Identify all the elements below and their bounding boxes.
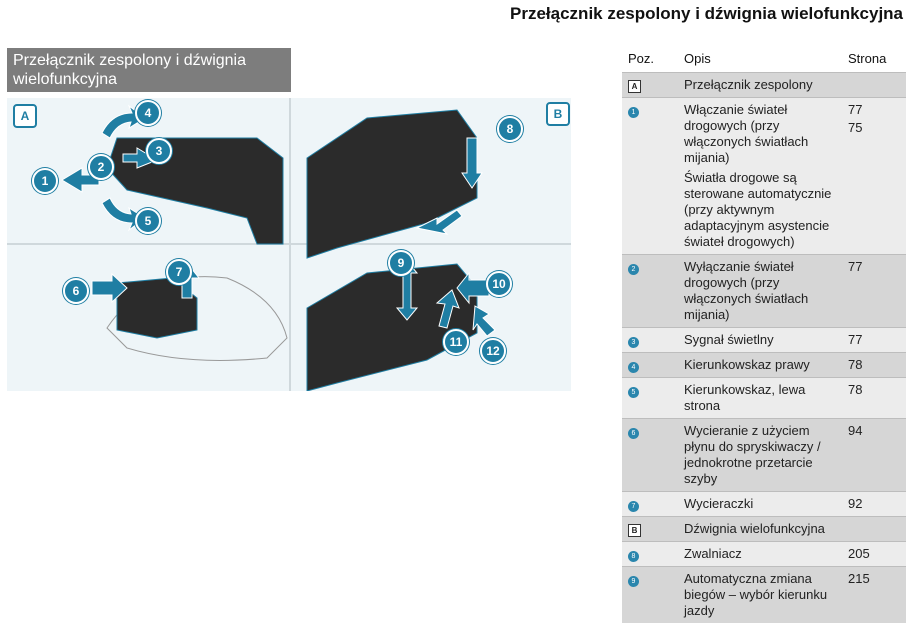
cell-position: 5 bbox=[622, 378, 678, 419]
cell-position: 3 bbox=[622, 328, 678, 353]
callout-1: 1 bbox=[32, 168, 58, 194]
callout-5: 5 bbox=[135, 208, 161, 234]
cell-position: 9 bbox=[622, 567, 678, 623]
callout-10: 10 bbox=[486, 271, 512, 297]
col-header-opis: Opis bbox=[678, 48, 842, 73]
cell-page: 205 bbox=[842, 542, 906, 567]
cell-position: 7 bbox=[622, 492, 678, 517]
position-number-marker: 1 bbox=[628, 107, 639, 118]
description-text: Światła drogowe są sterowane automatyczn… bbox=[684, 170, 836, 250]
description-text: Sygnał świetlny bbox=[684, 332, 836, 348]
table-row: 9 Automatyczna zmiana biegów – wybór kier… bbox=[622, 567, 906, 623]
reference-table: Poz. Opis Strona A Przełącznik zespolony 1… bbox=[622, 48, 906, 623]
callout-11: 11 bbox=[443, 329, 469, 355]
page-reference[interactable]: 77 bbox=[848, 102, 900, 118]
cell-description: Automatyczna zmiana biegów – wybór kieru… bbox=[678, 567, 842, 623]
callout-12: 12 bbox=[480, 338, 506, 364]
cell-page: 77 bbox=[842, 328, 906, 353]
position-number-marker: 8 bbox=[628, 551, 639, 562]
position-number-marker: 2 bbox=[628, 264, 639, 275]
cell-page: 77 bbox=[842, 255, 906, 328]
cell-description: Kierunkowskaz, lewa strona bbox=[678, 378, 842, 419]
cell-position: 2 bbox=[622, 255, 678, 328]
cell-page: 78 bbox=[842, 353, 906, 378]
description-text: Wycieraczki bbox=[684, 496, 836, 512]
callout-9: 9 bbox=[388, 250, 414, 276]
lever-illustration: A B 1 2 3 4 5 6 7 8 9 10 11 12 bbox=[7, 98, 571, 391]
cell-description: Zwalniacz bbox=[678, 542, 842, 567]
col-header-strona: Strona bbox=[842, 48, 906, 73]
cell-page: 215 bbox=[842, 567, 906, 623]
cell-page bbox=[842, 73, 906, 98]
position-number-marker: 6 bbox=[628, 428, 639, 439]
description-text: Zwalniacz bbox=[684, 546, 836, 562]
position-number-marker: 5 bbox=[628, 387, 639, 398]
table-row: B Dźwignia wielofunkcyjna bbox=[622, 517, 906, 542]
cell-position: 6 bbox=[622, 419, 678, 492]
table-row: 2 Wyłączanie świateł drogowych (przy włąc… bbox=[622, 255, 906, 328]
section-label-marker: B bbox=[628, 524, 641, 537]
page-reference[interactable]: 92 bbox=[848, 496, 900, 512]
col-header-poz: Poz. bbox=[622, 48, 678, 73]
cell-description: Dźwignia wielofunkcyjna bbox=[678, 517, 842, 542]
cell-description: Sygnał świetlny bbox=[678, 328, 842, 353]
page-reference[interactable]: 75 bbox=[848, 120, 900, 136]
page-reference[interactable]: 215 bbox=[848, 571, 900, 587]
cell-description: Wyłączanie świateł drogowych (przy włącz… bbox=[678, 255, 842, 328]
table-row: 1 Włączanie świateł drogowych (przy włącz… bbox=[622, 98, 906, 255]
section-heading: Przełącznik zespolony i dźwignia wielofu… bbox=[7, 48, 291, 92]
description-text: Dźwignia wielofunkcyjna bbox=[684, 521, 836, 537]
description-text: Przełącznik zespolony bbox=[684, 77, 836, 93]
cell-position: 1 bbox=[622, 98, 678, 255]
cell-position: A bbox=[622, 73, 678, 98]
table-row: 4 Kierunkowskaz prawy 78 bbox=[622, 353, 906, 378]
table-row: 8 Zwalniacz 205 bbox=[622, 542, 906, 567]
cell-position: 8 bbox=[622, 542, 678, 567]
cell-position: 4 bbox=[622, 353, 678, 378]
position-number-marker: 9 bbox=[628, 576, 639, 587]
cell-description: Przełącznik zespolony bbox=[678, 73, 842, 98]
cell-page: 94 bbox=[842, 419, 906, 492]
table-row: 3 Sygnał świetlny 77 bbox=[622, 328, 906, 353]
description-text: Kierunkowskaz, lewa strona bbox=[684, 382, 836, 414]
cell-page: 78 bbox=[842, 378, 906, 419]
cell-description: Kierunkowskaz prawy bbox=[678, 353, 842, 378]
callout-6: 6 bbox=[63, 278, 89, 304]
panel-label-b: B bbox=[546, 102, 570, 126]
table-row: 6 Wycieranie z użyciem płynu do spryskiwa… bbox=[622, 419, 906, 492]
cell-position: B bbox=[622, 517, 678, 542]
callout-4: 4 bbox=[135, 100, 161, 126]
cell-description: Wycieranie z użyciem płynu do spryskiwac… bbox=[678, 419, 842, 492]
cell-description: Wycieraczki bbox=[678, 492, 842, 517]
description-text: Kierunkowskaz prawy bbox=[684, 357, 836, 373]
description-text: Wyłączanie świateł drogowych (przy włącz… bbox=[684, 259, 836, 323]
position-number-marker: 4 bbox=[628, 362, 639, 373]
description-text: Włączanie świateł drogowych (przy włączo… bbox=[684, 102, 836, 166]
cell-description: Włączanie świateł drogowych (przy włączo… bbox=[678, 98, 842, 255]
callout-2: 2 bbox=[88, 154, 114, 180]
callout-8: 8 bbox=[497, 116, 523, 142]
panel-label-a: A bbox=[13, 104, 37, 128]
page-reference[interactable]: 94 bbox=[848, 423, 900, 439]
page-reference[interactable]: 77 bbox=[848, 332, 900, 348]
callout-3: 3 bbox=[146, 138, 172, 164]
cell-page bbox=[842, 517, 906, 542]
position-number-marker: 7 bbox=[628, 501, 639, 512]
callout-7: 7 bbox=[166, 259, 192, 285]
table-row: 5 Kierunkowskaz, lewa strona 78 bbox=[622, 378, 906, 419]
cell-page: 92 bbox=[842, 492, 906, 517]
description-text: Wycieranie z użyciem płynu do spryskiwac… bbox=[684, 423, 836, 487]
page-reference[interactable]: 77 bbox=[848, 259, 900, 275]
table-row: A Przełącznik zespolony bbox=[622, 73, 906, 98]
page-reference[interactable]: 78 bbox=[848, 382, 900, 398]
table-row: 7 Wycieraczki 92 bbox=[622, 492, 906, 517]
page-reference[interactable]: 205 bbox=[848, 546, 900, 562]
description-text: Automatyczna zmiana biegów – wybór kieru… bbox=[684, 571, 836, 619]
page-reference[interactable]: 78 bbox=[848, 357, 900, 373]
section-label-marker: A bbox=[628, 80, 641, 93]
page-title: Przełącznik zespolony i dźwignia wielofu… bbox=[510, 4, 903, 24]
position-number-marker: 3 bbox=[628, 337, 639, 348]
